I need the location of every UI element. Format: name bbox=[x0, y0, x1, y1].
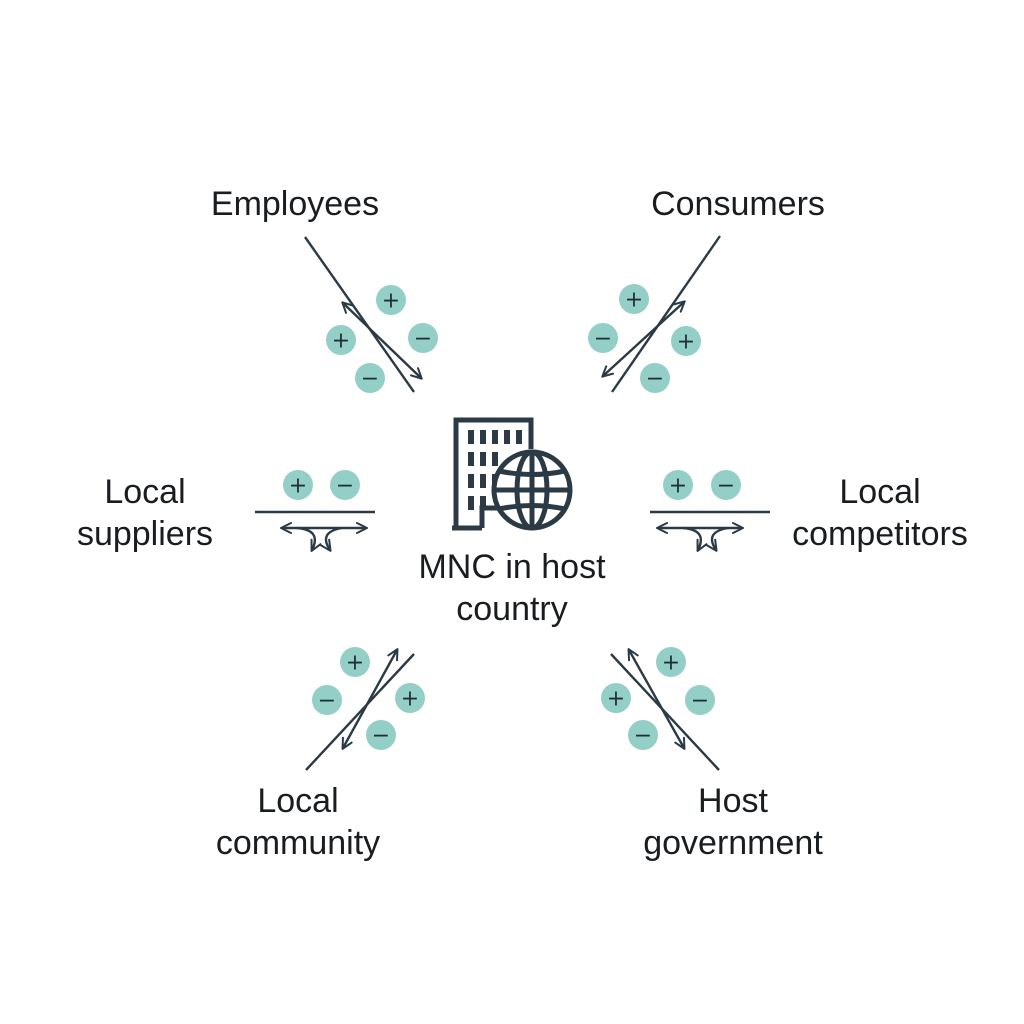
connector-employees bbox=[304, 236, 423, 393]
badge-circle bbox=[408, 323, 438, 353]
stakeholder-employees: Employees bbox=[165, 183, 425, 225]
plus-icon: + bbox=[289, 474, 307, 499]
building-globe-icon bbox=[452, 417, 573, 531]
positive-impact-badge-government: + bbox=[656, 647, 686, 677]
government-label-line-1: Host bbox=[698, 782, 768, 820]
negative-impact-badge-competitors: − bbox=[711, 470, 741, 500]
employees-label: Employees bbox=[210, 185, 380, 223]
center-label-line-1: MNC in host bbox=[418, 548, 606, 586]
negative-impact-badge-employees: − bbox=[355, 363, 385, 393]
badge-circle bbox=[330, 470, 360, 500]
connector-community bbox=[305, 648, 415, 771]
minus-icon: − bbox=[318, 689, 336, 714]
suppliers-label-line-1: Local bbox=[104, 473, 186, 511]
stakeholder-host-government: Host government bbox=[613, 780, 853, 864]
community-label-line-1: Local bbox=[257, 782, 339, 820]
connector-consumers bbox=[601, 235, 721, 393]
badge-circle bbox=[628, 720, 658, 750]
badge-circle bbox=[663, 470, 693, 500]
positive-impact-badge-employees: + bbox=[376, 285, 406, 315]
negative-impact-badge-consumers: − bbox=[588, 323, 618, 353]
plus-icon: + bbox=[625, 288, 643, 313]
government-label-line-2: government bbox=[643, 824, 823, 862]
minus-icon: − bbox=[372, 724, 390, 749]
minus-icon: − bbox=[646, 367, 664, 392]
negative-impact-badge-community: − bbox=[312, 685, 342, 715]
suppliers-label-line-2: suppliers bbox=[76, 515, 214, 553]
badge-circle bbox=[588, 323, 618, 353]
negative-impact-badge-community: − bbox=[366, 720, 396, 750]
badge-circle bbox=[366, 720, 396, 750]
minus-icon: − bbox=[594, 327, 612, 352]
badge-circle bbox=[355, 363, 385, 393]
plus-icon: + bbox=[401, 687, 419, 712]
minus-icon: − bbox=[414, 327, 432, 352]
community-label-line-2: community bbox=[215, 824, 381, 862]
stakeholder-local-competitors: Local competitors bbox=[770, 471, 990, 555]
minus-icon: − bbox=[634, 724, 652, 749]
competitors-label-line-2: competitors bbox=[792, 515, 968, 553]
impact-badges: +−+−+−+−+−+−+−+−+−+− bbox=[283, 284, 741, 750]
minus-icon: − bbox=[336, 474, 354, 499]
badge-circle bbox=[376, 285, 406, 315]
plus-icon: + bbox=[346, 651, 364, 676]
positive-impact-badge-community: + bbox=[395, 683, 425, 713]
badge-circle bbox=[395, 683, 425, 713]
minus-icon: − bbox=[361, 367, 379, 392]
negative-impact-badge-suppliers: − bbox=[330, 470, 360, 500]
stakeholder-consumers: Consumers bbox=[608, 183, 868, 225]
badge-circle bbox=[283, 470, 313, 500]
badge-circle bbox=[619, 284, 649, 314]
negative-impact-badge-government: − bbox=[685, 685, 715, 715]
plus-icon: + bbox=[669, 474, 687, 499]
badge-circle bbox=[711, 470, 741, 500]
connector-government bbox=[610, 648, 720, 771]
plus-icon: + bbox=[677, 330, 695, 355]
plus-icon: + bbox=[607, 687, 625, 712]
positive-impact-badge-consumers: + bbox=[619, 284, 649, 314]
positive-impact-badge-consumers: + bbox=[671, 326, 701, 356]
badge-circle bbox=[640, 363, 670, 393]
badge-circle bbox=[326, 325, 356, 355]
badge-circle bbox=[671, 326, 701, 356]
stakeholder-local-suppliers: Local suppliers bbox=[35, 471, 255, 555]
positive-impact-badge-government: + bbox=[601, 683, 631, 713]
building-outline bbox=[453, 417, 534, 528]
badge-circle bbox=[601, 683, 631, 713]
competitors-label-line-1: Local bbox=[839, 473, 921, 511]
minus-icon: − bbox=[691, 689, 709, 714]
badge-circle bbox=[685, 685, 715, 715]
consumers-label: Consumers bbox=[651, 185, 825, 223]
positive-impact-badge-suppliers: + bbox=[283, 470, 313, 500]
globe-icon bbox=[491, 449, 573, 531]
connector-competitors bbox=[650, 510, 770, 552]
building-base-right bbox=[479, 505, 497, 528]
center-label: MNC in host country bbox=[382, 546, 642, 630]
plus-icon: + bbox=[382, 289, 400, 314]
positive-impact-badge-competitors: + bbox=[663, 470, 693, 500]
stakeholder-local-community: Local community bbox=[178, 780, 418, 864]
negative-impact-badge-employees: − bbox=[408, 323, 438, 353]
connector-suppliers bbox=[255, 510, 375, 552]
positive-impact-badge-employees: + bbox=[326, 325, 356, 355]
badge-circle bbox=[656, 647, 686, 677]
plus-icon: + bbox=[662, 651, 680, 676]
center-label-line-2: country bbox=[456, 590, 568, 628]
badge-circle bbox=[340, 647, 370, 677]
positive-impact-badge-community: + bbox=[340, 647, 370, 677]
plus-icon: + bbox=[332, 329, 350, 354]
negative-impact-badge-government: − bbox=[628, 720, 658, 750]
minus-icon: − bbox=[717, 474, 735, 499]
negative-impact-badge-consumers: − bbox=[640, 363, 670, 393]
badge-circle bbox=[312, 685, 342, 715]
